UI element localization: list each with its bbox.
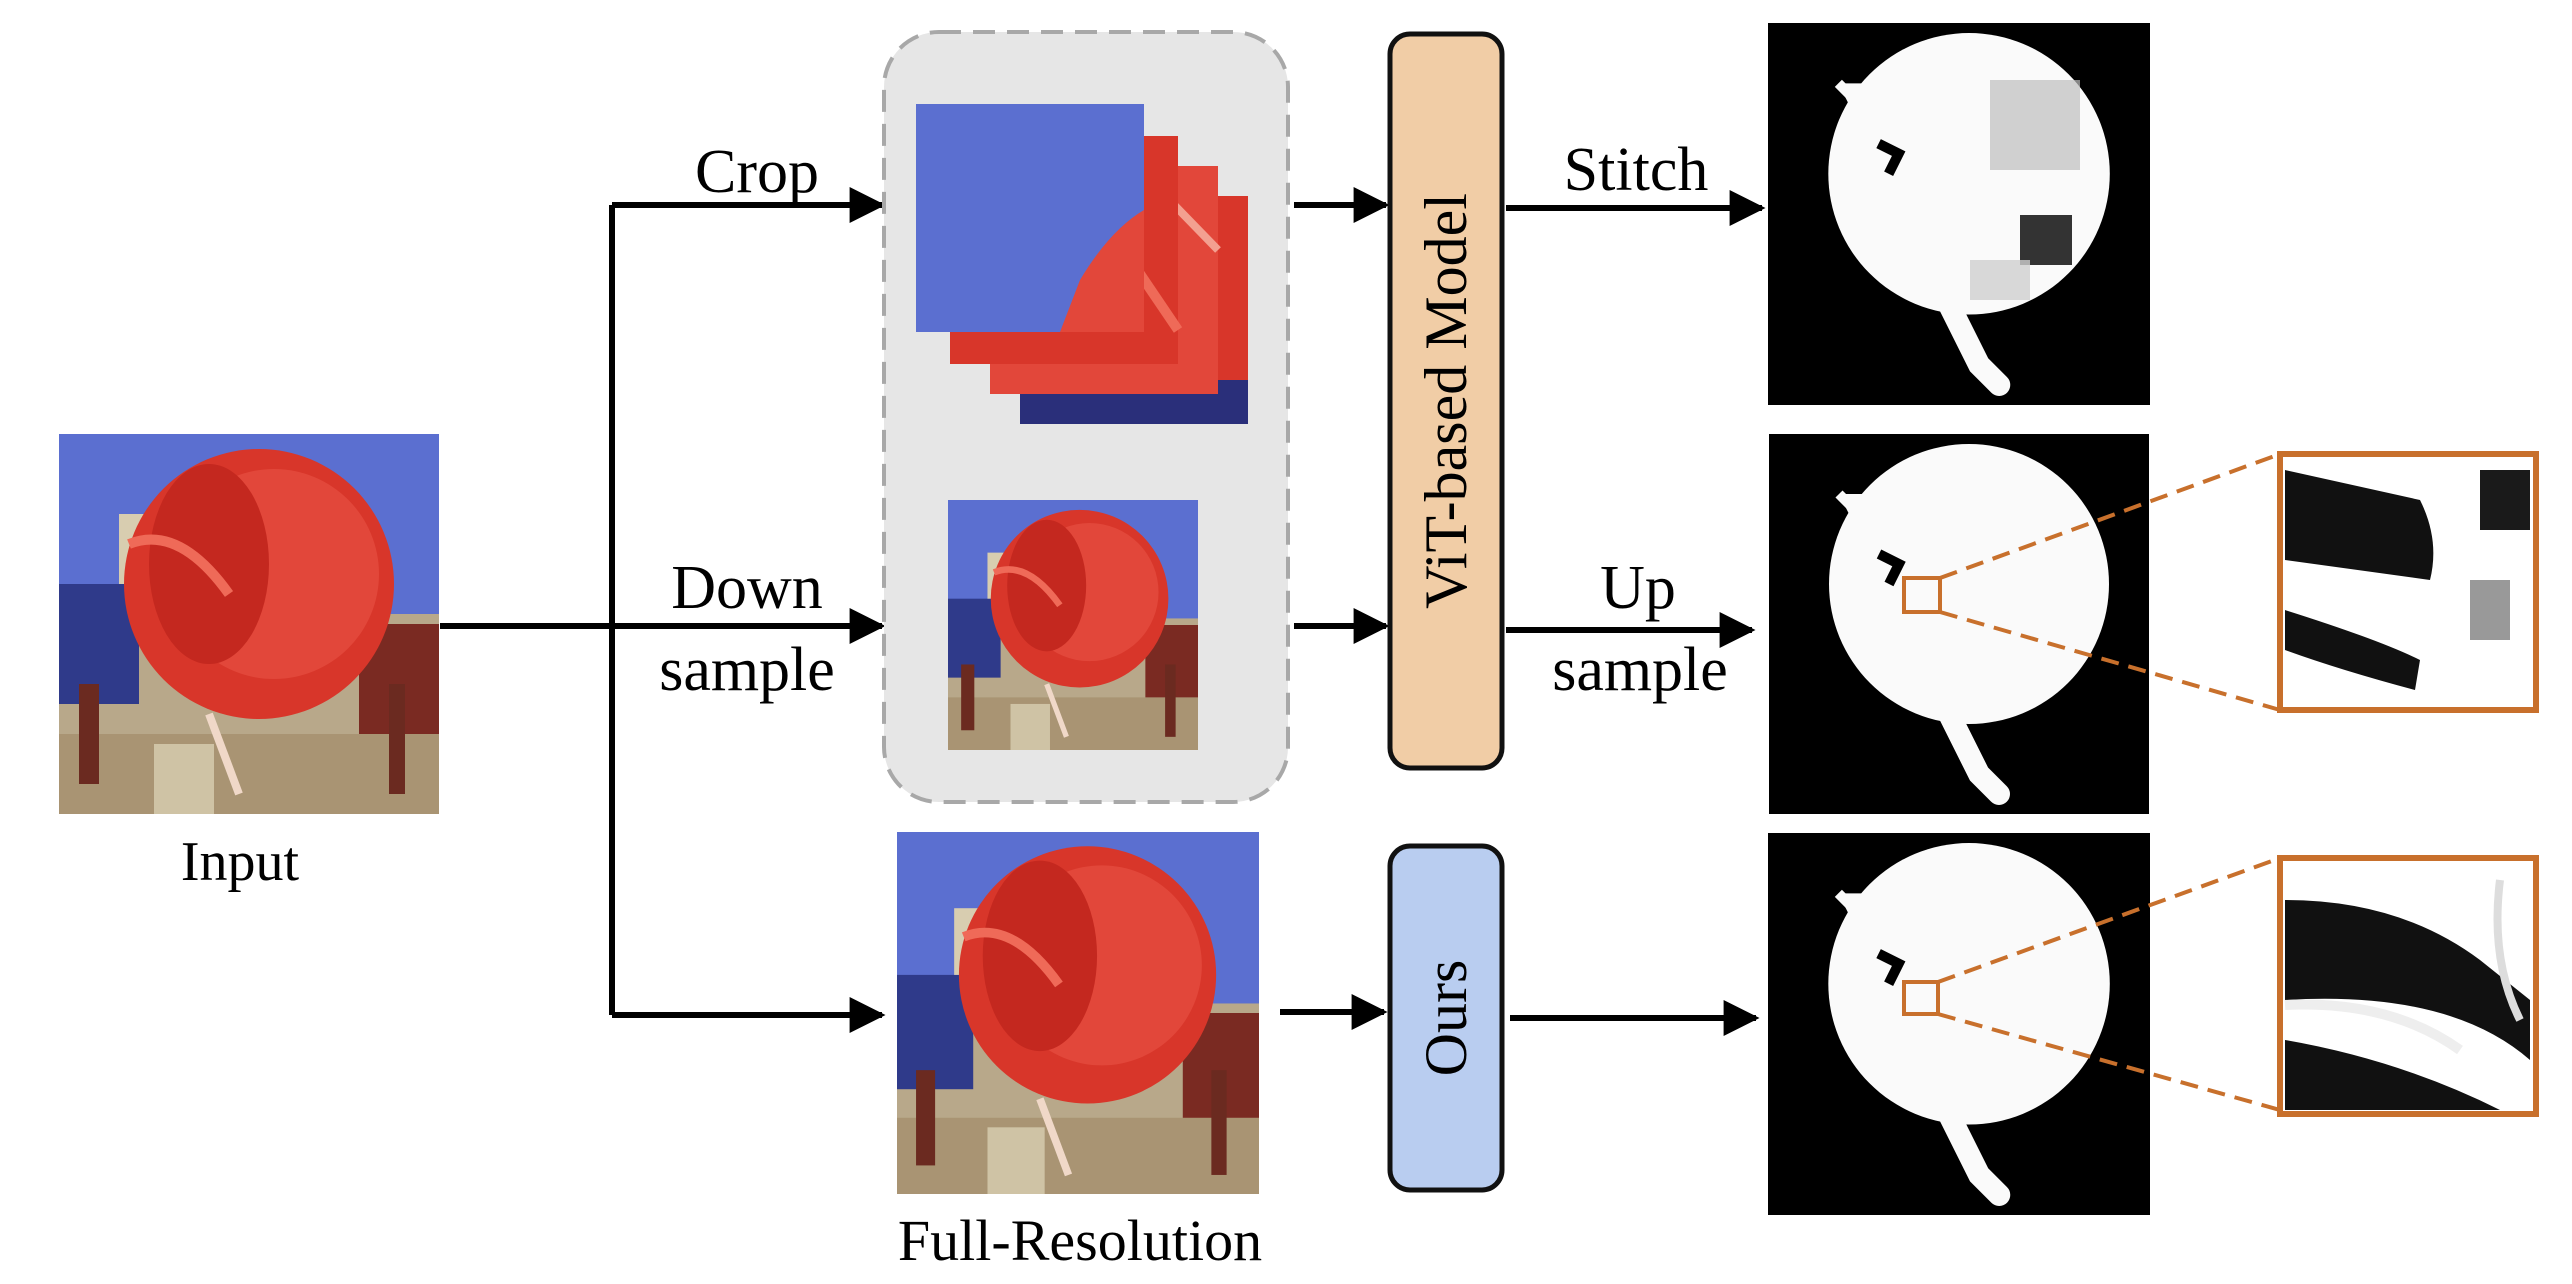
stitched-matte bbox=[1768, 23, 2150, 405]
output-arrows bbox=[1506, 190, 1766, 1036]
full-resolution-label: Full-Resolution bbox=[898, 1208, 1262, 1273]
crop-label: Crop bbox=[695, 138, 819, 206]
zoom-callout-upsampled bbox=[1939, 451, 2539, 713]
stitch-label: Stitch bbox=[1564, 136, 1709, 204]
upsampled-matte bbox=[1769, 434, 2149, 814]
ours-label: Ours bbox=[1413, 960, 1479, 1077]
ours-box bbox=[1387, 843, 1505, 1193]
input-image bbox=[59, 434, 439, 814]
downsample-label-line1: Down bbox=[671, 554, 823, 622]
crop-patches bbox=[916, 104, 1248, 424]
input-label: Input bbox=[181, 831, 300, 893]
vit-model-label: ViT-based Model bbox=[1413, 193, 1479, 609]
zoom-callout-ours bbox=[1937, 855, 2539, 1117]
upsample-label-line2: sample bbox=[1552, 636, 1728, 704]
upsample-label-line1: Up bbox=[1600, 554, 1676, 622]
ours-matte bbox=[1768, 833, 2150, 1215]
panel-to-model-arrows bbox=[1294, 187, 1390, 644]
branch-connectors bbox=[440, 187, 886, 1033]
vit-model-box bbox=[1387, 31, 1505, 771]
full-resolution-image bbox=[897, 832, 1259, 1194]
downsample-label-line2: sample bbox=[659, 636, 835, 704]
downsampled-image bbox=[948, 500, 1198, 750]
crop-patch bbox=[916, 104, 1144, 332]
